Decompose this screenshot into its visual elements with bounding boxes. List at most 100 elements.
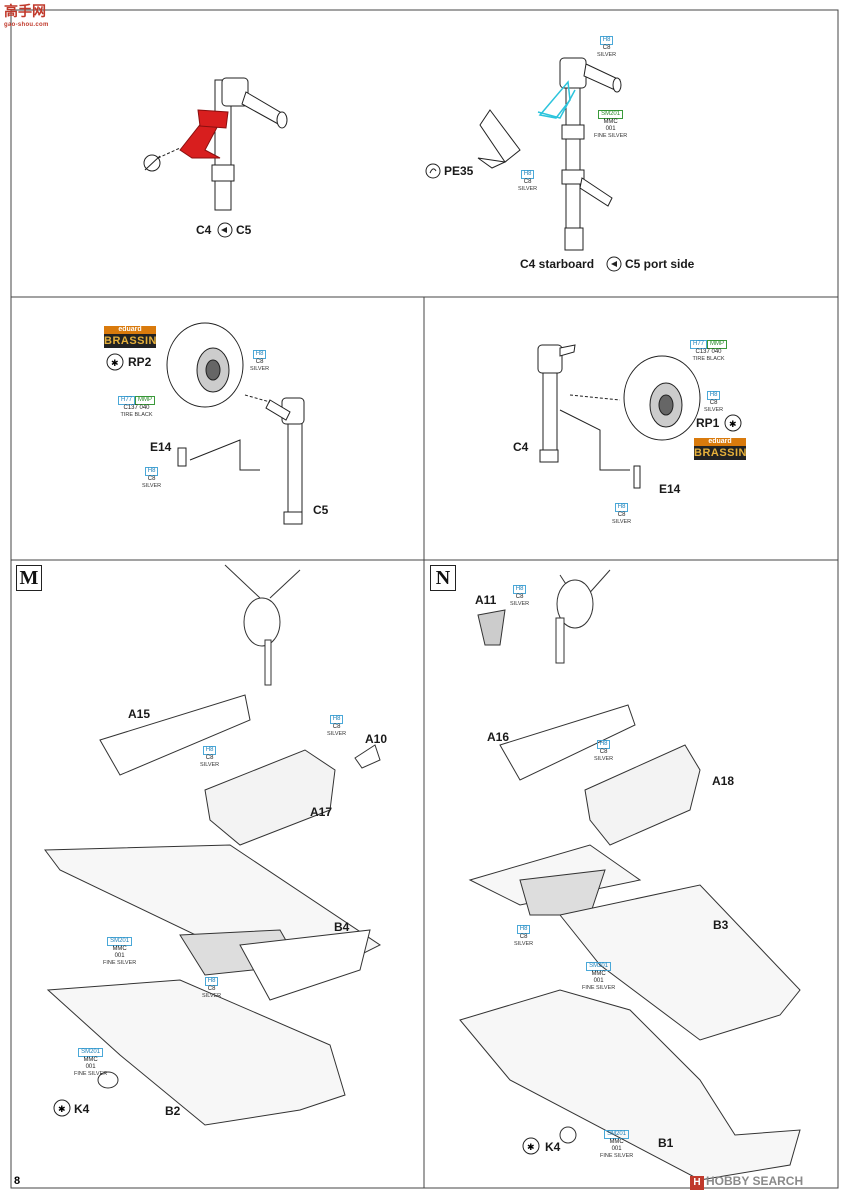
step-letter-m: M (16, 565, 42, 591)
paint-c: MMC (112, 946, 127, 952)
paint-name: FINE SILVER (103, 960, 137, 966)
part-label-a18: A18 (712, 774, 735, 788)
paint-c: C8 (515, 594, 524, 600)
k4-part-icon: ✱ (522, 1137, 540, 1155)
watermark-text: HOBBY SEARCH (706, 1174, 804, 1188)
brassin-logo: eduard BRASSIN (104, 326, 157, 348)
paint-c: C137 (695, 349, 710, 355)
paint-name: SILVER (597, 52, 617, 58)
part-label-a16: A16 (487, 730, 510, 744)
paint-c: C8 (617, 512, 626, 518)
paint-c: C8 (205, 755, 214, 761)
part-label-rp2: RP2 (128, 355, 152, 369)
pe-label: PE35 (444, 164, 474, 178)
part-label-c5: C5 (236, 223, 252, 237)
starboard-label: C4 starboard (520, 257, 595, 271)
part-label-c4: C4 (513, 440, 529, 454)
svg-text:✱: ✱ (729, 419, 737, 429)
paint-callout: H8 C8 SILVER (142, 467, 161, 490)
paint-code: H8 (512, 585, 527, 594)
paint-callout: H8 C8 SILVER (704, 391, 723, 414)
port-label: C5 port side (625, 257, 695, 271)
brassin-bottom: BRASSIN (694, 446, 748, 460)
paint-code: H77 (118, 396, 136, 405)
part-label-b3: B3 (713, 918, 729, 932)
svg-text:✱: ✱ (58, 1104, 66, 1114)
paint-callout: H8 C8 SILVER (510, 585, 529, 608)
stepM-drawing (44, 564, 381, 1126)
part-label-b2: B2 (165, 1104, 181, 1118)
paint-code: SM201 (107, 937, 133, 946)
part-label-c4: C4 (196, 223, 212, 237)
part-label-k4: K4 (545, 1140, 561, 1154)
site-logo: 高手网 gao-shou.com (4, 4, 49, 32)
brassin-top: eduard (694, 438, 746, 446)
paint-callout: H8 C8 SILVER (594, 740, 613, 763)
paint-name: SILVER (518, 186, 538, 192)
paint-num: 001 (85, 1064, 96, 1070)
paint-c: C8 (523, 179, 532, 185)
site-logo-sub: gao-shou.com (4, 22, 49, 28)
paint-num: 001 (605, 126, 616, 132)
paint-callout: H8 C8 SILVER (202, 977, 221, 1000)
paint-callout: H8 C8 SILVER (597, 36, 616, 59)
paint-code: SM201 (78, 1048, 104, 1057)
paint-name: SILVER (612, 519, 632, 525)
k4-part-icon: ✱ (53, 1099, 71, 1117)
brassin-top: eduard (104, 326, 156, 334)
svg-text:✱: ✱ (527, 1142, 535, 1152)
paint-name: FINE SILVER (594, 133, 628, 139)
paint-name: FINE SILVER (74, 1071, 108, 1077)
paint-callout: H8 C8 SILVER (518, 170, 537, 193)
paint-c: C137 (123, 405, 138, 411)
paint-mmp: MMP (707, 340, 728, 349)
paint-c: MMC (591, 971, 606, 977)
page-number: 8 (14, 1175, 21, 1187)
paint-code: H77 (690, 340, 708, 349)
part-label-e14: E14 (150, 440, 172, 454)
paint-c: MMC (603, 119, 618, 125)
paint-c: C8 (519, 934, 528, 940)
paint-code: H8 (706, 391, 721, 400)
paint-name: SILVER (200, 762, 220, 768)
paint-c: C8 (147, 476, 156, 482)
svg-text:✱: ✱ (111, 358, 119, 368)
paint-name: SILVER (704, 407, 724, 413)
paint-callout: SM201 MMC 001 FINE SILVER (594, 110, 627, 140)
paint-name: SILVER (142, 483, 162, 489)
part-label-b1: B1 (658, 1136, 674, 1150)
paint-callout: H8 C8 SILVER (200, 746, 219, 769)
part-label-rp1: RP1 (696, 416, 720, 430)
brassin-logo: eduard BRASSIN (694, 438, 748, 460)
paint-num: 001 (593, 978, 604, 984)
part-label-k4: K4 (74, 1102, 90, 1116)
assembly-direction-icon (217, 222, 233, 238)
paint-name: FINE SILVER (582, 985, 616, 991)
panel4-wheel-drawing (537, 344, 701, 489)
paint-code: H8 (252, 350, 267, 359)
part-label-b4: B4 (334, 920, 350, 934)
paint-mmp: MMP (135, 396, 156, 405)
paint-num: 001 (611, 1146, 622, 1152)
paint-name: TIRE BLACK (120, 412, 153, 418)
paint-code: SM201 (598, 110, 624, 119)
watermark-mark: H (690, 1176, 704, 1190)
panel1-strut-drawing (143, 77, 288, 211)
paint-code: H8 (516, 925, 531, 934)
stepN-drawing (459, 569, 801, 1181)
assembly-direction-icon (606, 256, 622, 272)
rp-part-icon: ✱ (106, 353, 124, 371)
paint-c: C8 (602, 45, 611, 51)
step-letter-n: N (430, 565, 456, 591)
paint-c: C8 (255, 359, 264, 365)
paint-code: H8 (599, 36, 614, 45)
paint-callout: SM201 MMC 001 FINE SILVER (74, 1048, 107, 1078)
paint-num: 040 (711, 349, 722, 355)
paint-name: SILVER (594, 756, 614, 762)
paint-c: MMC (83, 1057, 98, 1063)
paint-code: SM201 (604, 1130, 630, 1139)
paint-code: H8 (202, 746, 217, 755)
